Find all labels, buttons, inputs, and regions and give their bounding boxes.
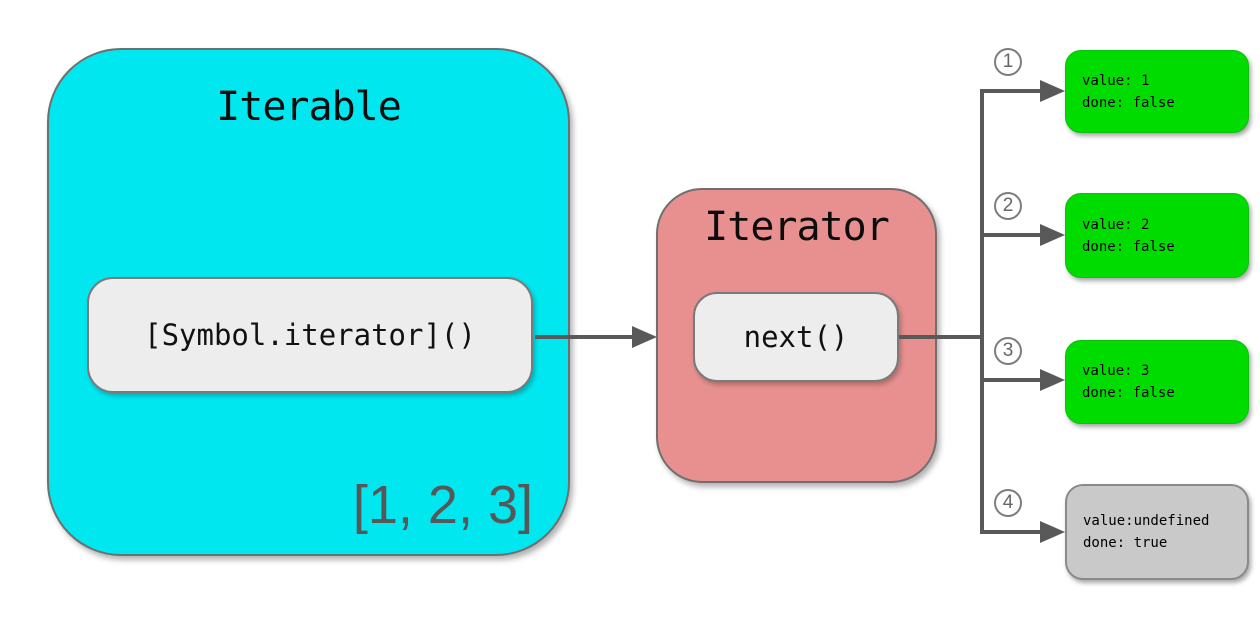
connector-branch-2	[982, 233, 1040, 237]
result-1-value: value: 1	[1082, 72, 1150, 89]
connector-branch-3	[982, 378, 1040, 382]
iterator-title: Iterator	[704, 204, 890, 250]
result-box-2: value: 2 done: false	[1065, 193, 1249, 278]
step-badge-2-number: 2	[1002, 195, 1014, 216]
connector-symbol-to-iterator	[535, 335, 635, 339]
step-badge-4-number: 4	[1002, 492, 1014, 513]
arrowhead-icon	[1040, 224, 1065, 246]
arrowhead-icon	[1040, 369, 1065, 391]
result-3-done: done: false	[1082, 385, 1175, 401]
result-box-1: value: 1 done: false	[1065, 50, 1249, 133]
result-box-3: value: 3 done: false	[1065, 340, 1249, 424]
step-badge-3: 3	[994, 337, 1022, 365]
arrowhead-icon	[1040, 80, 1065, 102]
connector-branch-1	[982, 89, 1040, 93]
result-1-done: done: false	[1082, 94, 1175, 111]
result-2-done: done: false	[1082, 238, 1175, 255]
symbol-iterator-method-pill: [Symbol.iterator]()	[87, 277, 533, 393]
step-badge-2: 2	[994, 192, 1022, 220]
step-badge-1-number: 1	[1002, 51, 1014, 72]
result-3-value: value: 3	[1082, 363, 1150, 379]
result-2-value: value: 2	[1082, 216, 1150, 233]
arrowhead-icon	[1040, 521, 1065, 543]
connector-trunk	[980, 89, 984, 534]
connector-next-to-trunk	[899, 335, 984, 339]
arrowhead-icon	[632, 326, 657, 348]
result-4-value: value:undefined	[1083, 513, 1210, 529]
next-method-pill: next()	[693, 292, 899, 382]
connector-branch-4	[982, 530, 1040, 534]
array-literal: [1, 2, 3]	[352, 475, 533, 535]
step-badge-1: 1	[994, 48, 1022, 76]
step-badge-4: 4	[994, 489, 1022, 517]
symbol-iterator-method-label: [Symbol.iterator]()	[144, 318, 476, 352]
next-method-label: next()	[743, 320, 849, 354]
result-box-4: value:undefined done: true	[1065, 484, 1249, 580]
iterable-title: Iterable	[216, 84, 402, 130]
step-badge-3-number: 3	[1002, 340, 1014, 361]
result-4-done: done: true	[1083, 535, 1168, 551]
